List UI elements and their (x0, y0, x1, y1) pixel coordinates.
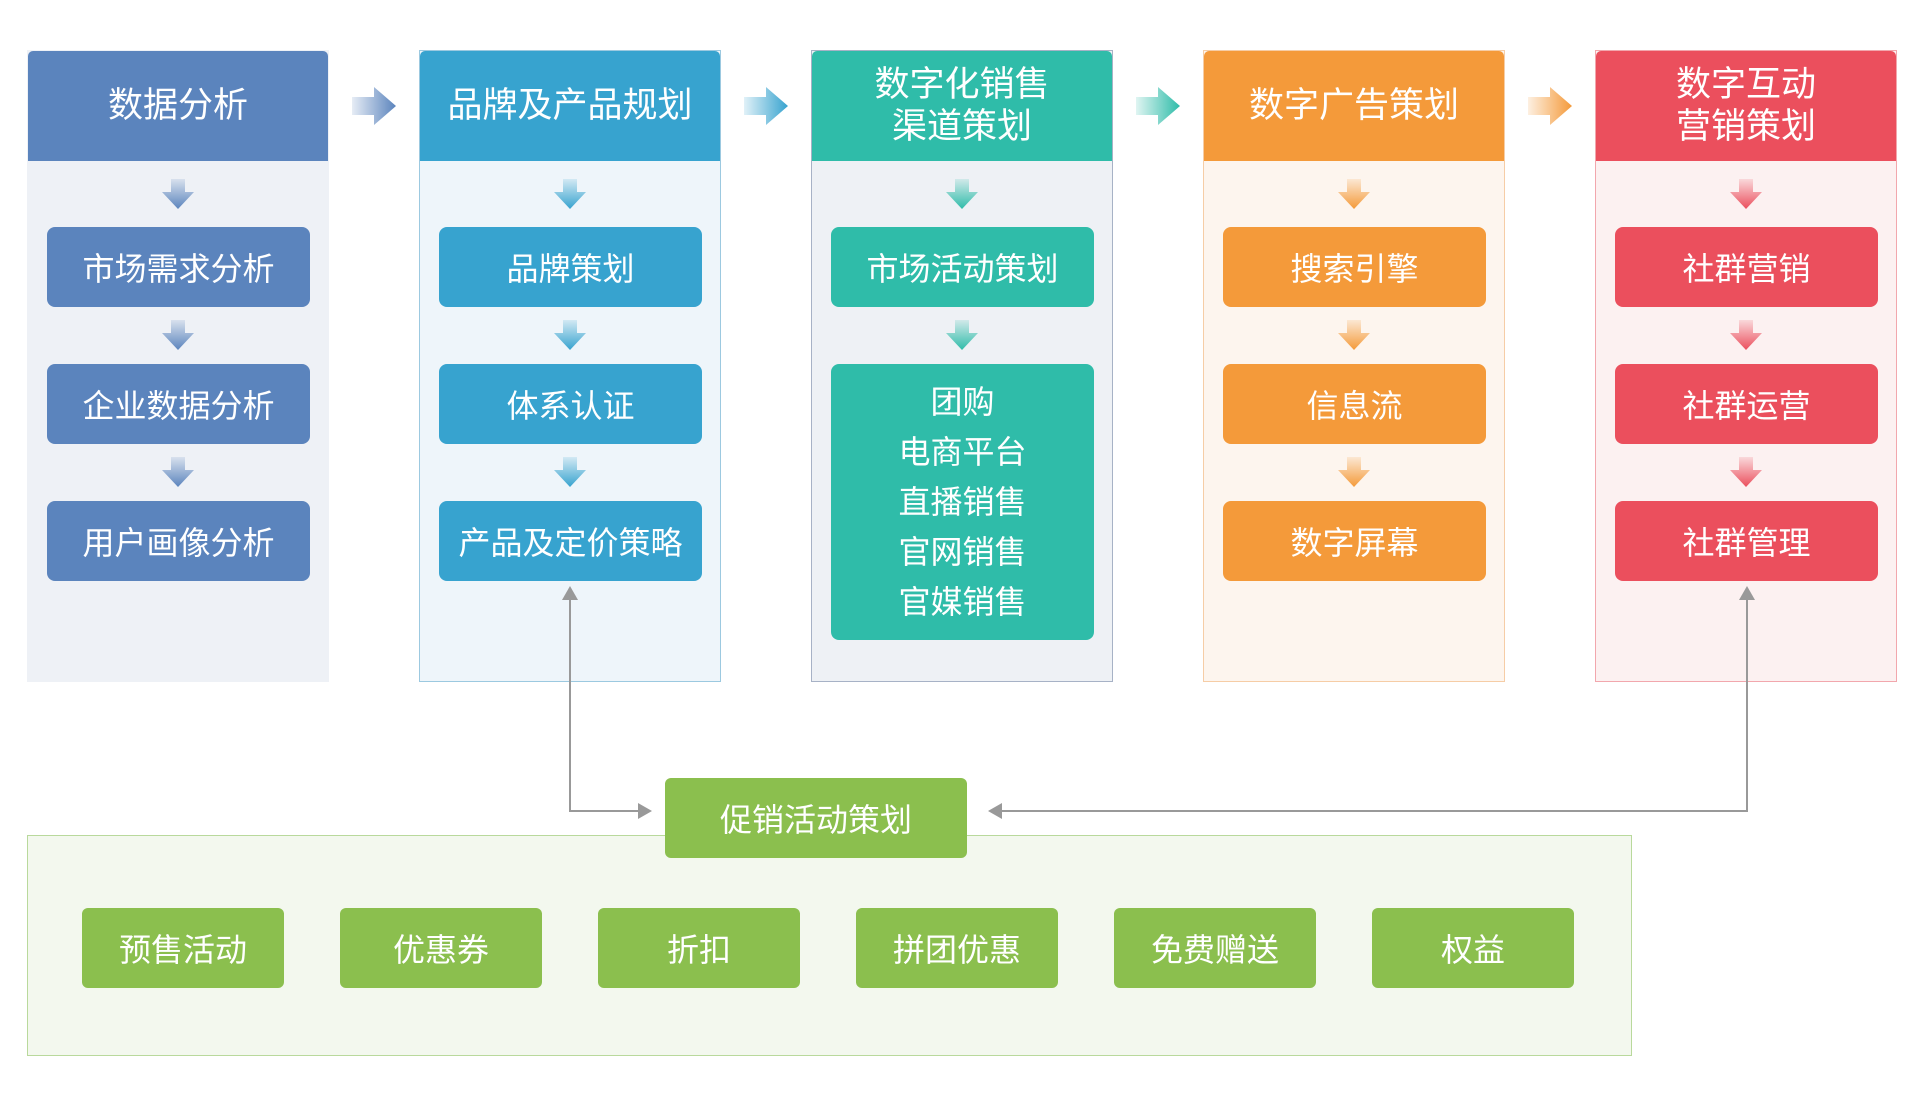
column-header: 数字互动 营销策划 (1596, 51, 1896, 161)
down-arrow-icon (162, 320, 194, 350)
connector-arrowhead-right (638, 803, 652, 819)
down-arrow-icon (554, 457, 586, 487)
right-arrow-icon (1136, 87, 1180, 125)
down-arrow-icon (1338, 457, 1370, 487)
item-search-engine: 搜索引擎 (1223, 227, 1486, 307)
down-arrow-icon (1338, 179, 1370, 209)
down-arrow-icon (554, 179, 586, 209)
item-system-certification: 体系认证 (439, 364, 702, 444)
item-enterprise-data-analysis: 企业数据分析 (47, 364, 310, 444)
promotion-title: 促销活动策划 (665, 778, 967, 858)
column-header: 数字广告策划 (1204, 51, 1504, 161)
down-arrow-icon (1730, 179, 1762, 209)
right-arrow-icon (352, 87, 396, 125)
item-digital-screen: 数字屏幕 (1223, 501, 1486, 581)
down-arrow-icon (554, 320, 586, 350)
promotion-item-free-gift: 免费赠送 (1114, 908, 1316, 988)
item-community-marketing: 社群营销 (1615, 227, 1878, 307)
down-arrow-icon (1730, 457, 1762, 487)
promotion-item-benefits: 权益 (1372, 908, 1574, 988)
item-community-operation: 社群运营 (1615, 364, 1878, 444)
column-header: 品牌及产品规划 (420, 51, 720, 161)
down-arrow-icon (1730, 320, 1762, 350)
right-arrow-icon (744, 87, 788, 125)
item-user-profile-analysis: 用户画像分析 (47, 501, 310, 581)
promotion-panel (27, 835, 1632, 1056)
down-arrow-icon (162, 179, 194, 209)
down-arrow-icon (1338, 320, 1370, 350)
down-arrow-icon (162, 457, 194, 487)
down-arrow-icon (946, 179, 978, 209)
item-market-demand-analysis: 市场需求分析 (47, 227, 310, 307)
item-community-management: 社群管理 (1615, 501, 1878, 581)
promotion-item-discount: 折扣 (598, 908, 800, 988)
promotion-item-presale: 预售活动 (82, 908, 284, 988)
right-arrow-icon (1528, 87, 1572, 125)
item-market-activity-planning: 市场活动策划 (831, 227, 1094, 307)
promotion-item-coupon: 优惠券 (340, 908, 542, 988)
down-arrow-icon (946, 320, 978, 350)
item-brand-planning: 品牌策划 (439, 227, 702, 307)
promotion-item-group-buy: 拼团优惠 (856, 908, 1058, 988)
item-information-flow: 信息流 (1223, 364, 1486, 444)
item-sales-channels-list: 团购 电商平台 直播销售 官网销售 官媒销售 (831, 364, 1094, 640)
connector-arrowhead-left (988, 803, 1002, 819)
column-header: 数字化销售 渠道策划 (812, 51, 1112, 161)
column-header: 数据分析 (28, 51, 328, 161)
item-product-pricing-strategy: 产品及定价策略 (439, 501, 702, 581)
